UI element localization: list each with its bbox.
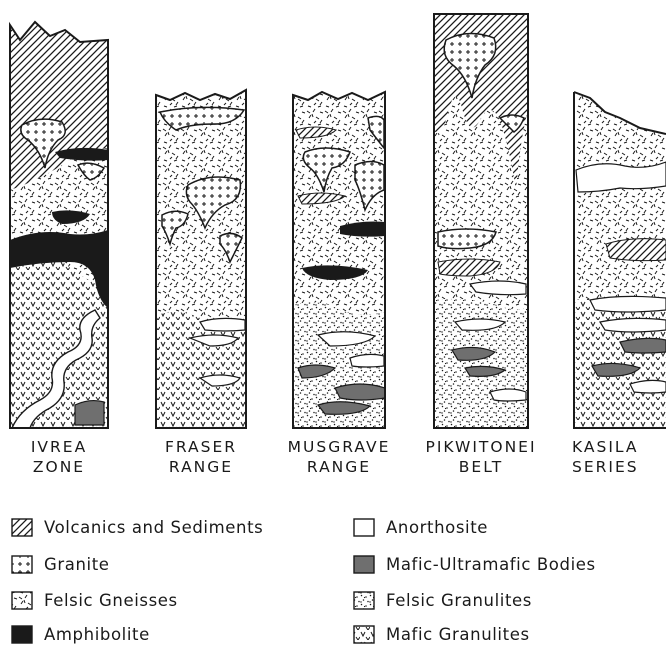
label-fraser-line1: FRASER <box>165 438 237 456</box>
legend-label-granite: Granite <box>44 555 110 574</box>
legend-swatch-anorthosite <box>354 519 374 536</box>
legend-label-felsic-gneisses: Felsic Gneisses <box>44 591 178 610</box>
legend-label-amphibolite: Amphibolite <box>44 625 150 644</box>
legend: Volcanics and Sediments Granite Felsic G… <box>12 518 596 644</box>
column-kasila-series <box>574 92 666 428</box>
label-pikwitonei-line1: PIKWITONEI <box>425 438 536 456</box>
legend-swatch-mafic-ultramafic <box>354 556 374 573</box>
legend-swatch-granite <box>12 556 32 573</box>
column-fraser-range <box>156 90 246 428</box>
legend-label-mafic-granulites: Mafic Granulites <box>386 625 530 644</box>
column-labels: IVREA ZONE FRASER RANGE MUSGRAVE RANGE P… <box>31 438 639 476</box>
ivrea-mafic-body <box>75 401 104 425</box>
musgrave-anorthosite-2 <box>350 354 384 367</box>
kasila-anorthosite-top <box>576 162 666 192</box>
pikwitonei-anorthosite-3 <box>490 389 526 401</box>
label-fraser-line2: RANGE <box>169 458 233 476</box>
label-kasila-line2: SERIES <box>572 458 639 476</box>
kasila-anorthosite-1 <box>590 296 666 312</box>
legend-label-anorthosite: Anorthosite <box>386 518 488 537</box>
kasila-volcanics <box>606 239 666 261</box>
kasila-mafic-1 <box>620 338 666 353</box>
musgrave-mafic-2 <box>335 384 385 400</box>
column-ivrea-zone <box>10 22 108 428</box>
legend-swatch-felsic-granulites <box>354 592 374 609</box>
label-musgrave-line1: MUSGRAVE <box>288 438 391 456</box>
pikwitonei-anorthosite-1 <box>470 281 526 295</box>
legend-label-mafic-ultramafic: Mafic-Ultramafic Bodies <box>386 555 596 574</box>
label-ivrea-line1: IVREA <box>31 438 87 456</box>
column-pikwitonei-belt <box>434 14 528 428</box>
label-musgrave-line2: RANGE <box>307 458 371 476</box>
legend-swatch-mafic-granulites <box>354 626 374 643</box>
label-ivrea-line2: ZONE <box>33 458 85 476</box>
label-pikwitonei-line2: BELT <box>459 458 503 476</box>
kasila-anorthosite-3 <box>630 380 666 393</box>
legend-swatch-volcanics <box>12 519 32 536</box>
legend-label-felsic-granulites: Felsic Granulites <box>386 591 532 610</box>
legend-label-volcanics: Volcanics and Sediments <box>44 518 263 537</box>
legend-swatch-amphibolite <box>12 626 32 643</box>
legend-swatch-felsic-gneisses <box>12 592 32 609</box>
label-kasila-line1: KASILA <box>572 438 639 456</box>
fraser-anorthosite-1 <box>200 318 245 331</box>
kasila-anorthosite-2 <box>600 318 666 332</box>
column-musgrave-range <box>293 92 385 428</box>
